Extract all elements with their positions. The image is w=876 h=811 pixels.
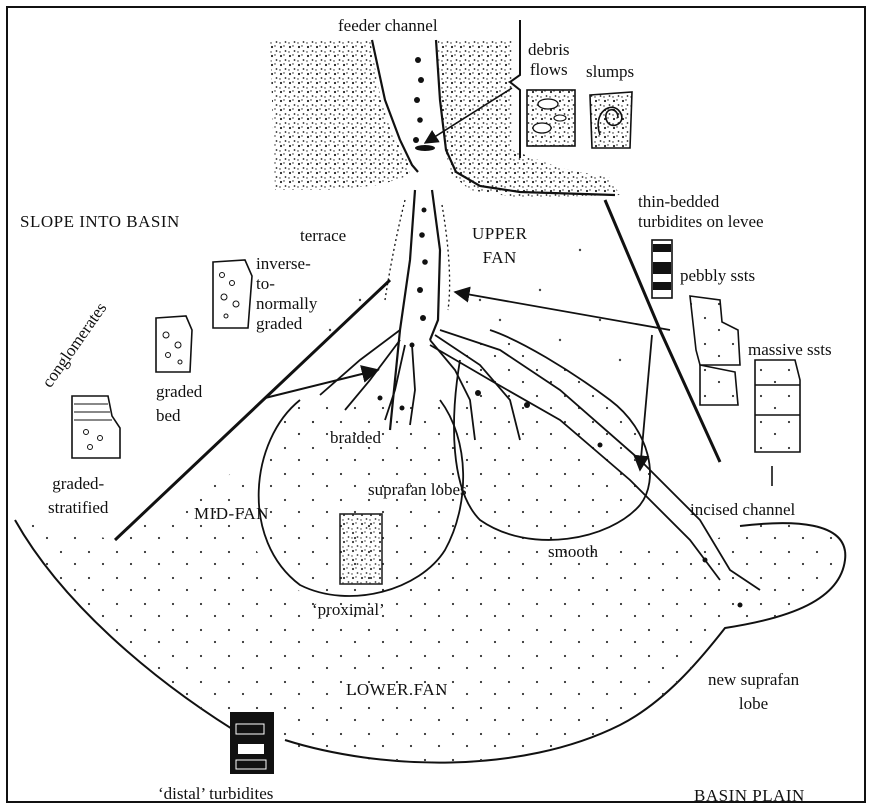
log-thin-bedded <box>652 240 672 298</box>
label-pebbly-ssts: pebbly ssts <box>680 266 755 285</box>
label-lower-fan: LOWER FAN <box>346 680 448 699</box>
slump-log <box>590 92 632 148</box>
label-basin-plain: BASIN PLAIN <box>694 786 805 805</box>
suprafan-lobe-right <box>454 330 650 540</box>
label-inverse-to-normally-graded: inverse- to- normally graded <box>256 254 317 334</box>
label-feeder-channel: feeder channel <box>338 16 438 35</box>
label-distal-turbidites: ‘distal’ turbidites <box>158 784 273 803</box>
label-braided: braided <box>330 428 381 447</box>
label-smooth: smooth <box>548 542 598 561</box>
log-inverse-graded <box>213 260 252 328</box>
label-upper-fan: UPPER FAN <box>472 222 527 270</box>
log-pebbly <box>690 296 740 405</box>
label-massive-ssts: massive ssts <box>748 340 832 359</box>
log-graded-stratified <box>72 396 120 458</box>
label-new-suprafan-lobe: new suprafan lobe <box>708 668 799 716</box>
debris-flow-log <box>527 90 575 146</box>
levee-arrow <box>455 292 670 330</box>
label-incised-channel: incised channel <box>690 500 795 519</box>
label-slope-into-basin: SLOPE INTO BASIN <box>20 212 180 231</box>
upper-fan-channel <box>385 190 450 430</box>
log-graded-bed <box>156 316 192 372</box>
label-proximal: ‘proximal’ <box>312 600 385 619</box>
label-debris-flows: debris flows <box>528 40 570 80</box>
log-massive <box>755 360 800 452</box>
label-terrace: terrace <box>300 226 346 245</box>
label-graded-stratified: graded- stratified <box>48 472 108 520</box>
log-proximal <box>340 514 382 584</box>
feeder-channel-dots <box>413 57 435 151</box>
label-thin-bedded-turbidites: thin-bedded turbidites on levee <box>638 192 764 232</box>
canyon-left-wall <box>270 40 418 190</box>
label-mid-fan: MID-FAN <box>194 504 269 523</box>
label-graded-bed: graded bed <box>156 380 202 428</box>
label-suprafan-lobes: suprafan lobes <box>368 480 467 499</box>
label-slumps: slumps <box>586 62 634 81</box>
log-distal-turbidites <box>230 712 274 774</box>
